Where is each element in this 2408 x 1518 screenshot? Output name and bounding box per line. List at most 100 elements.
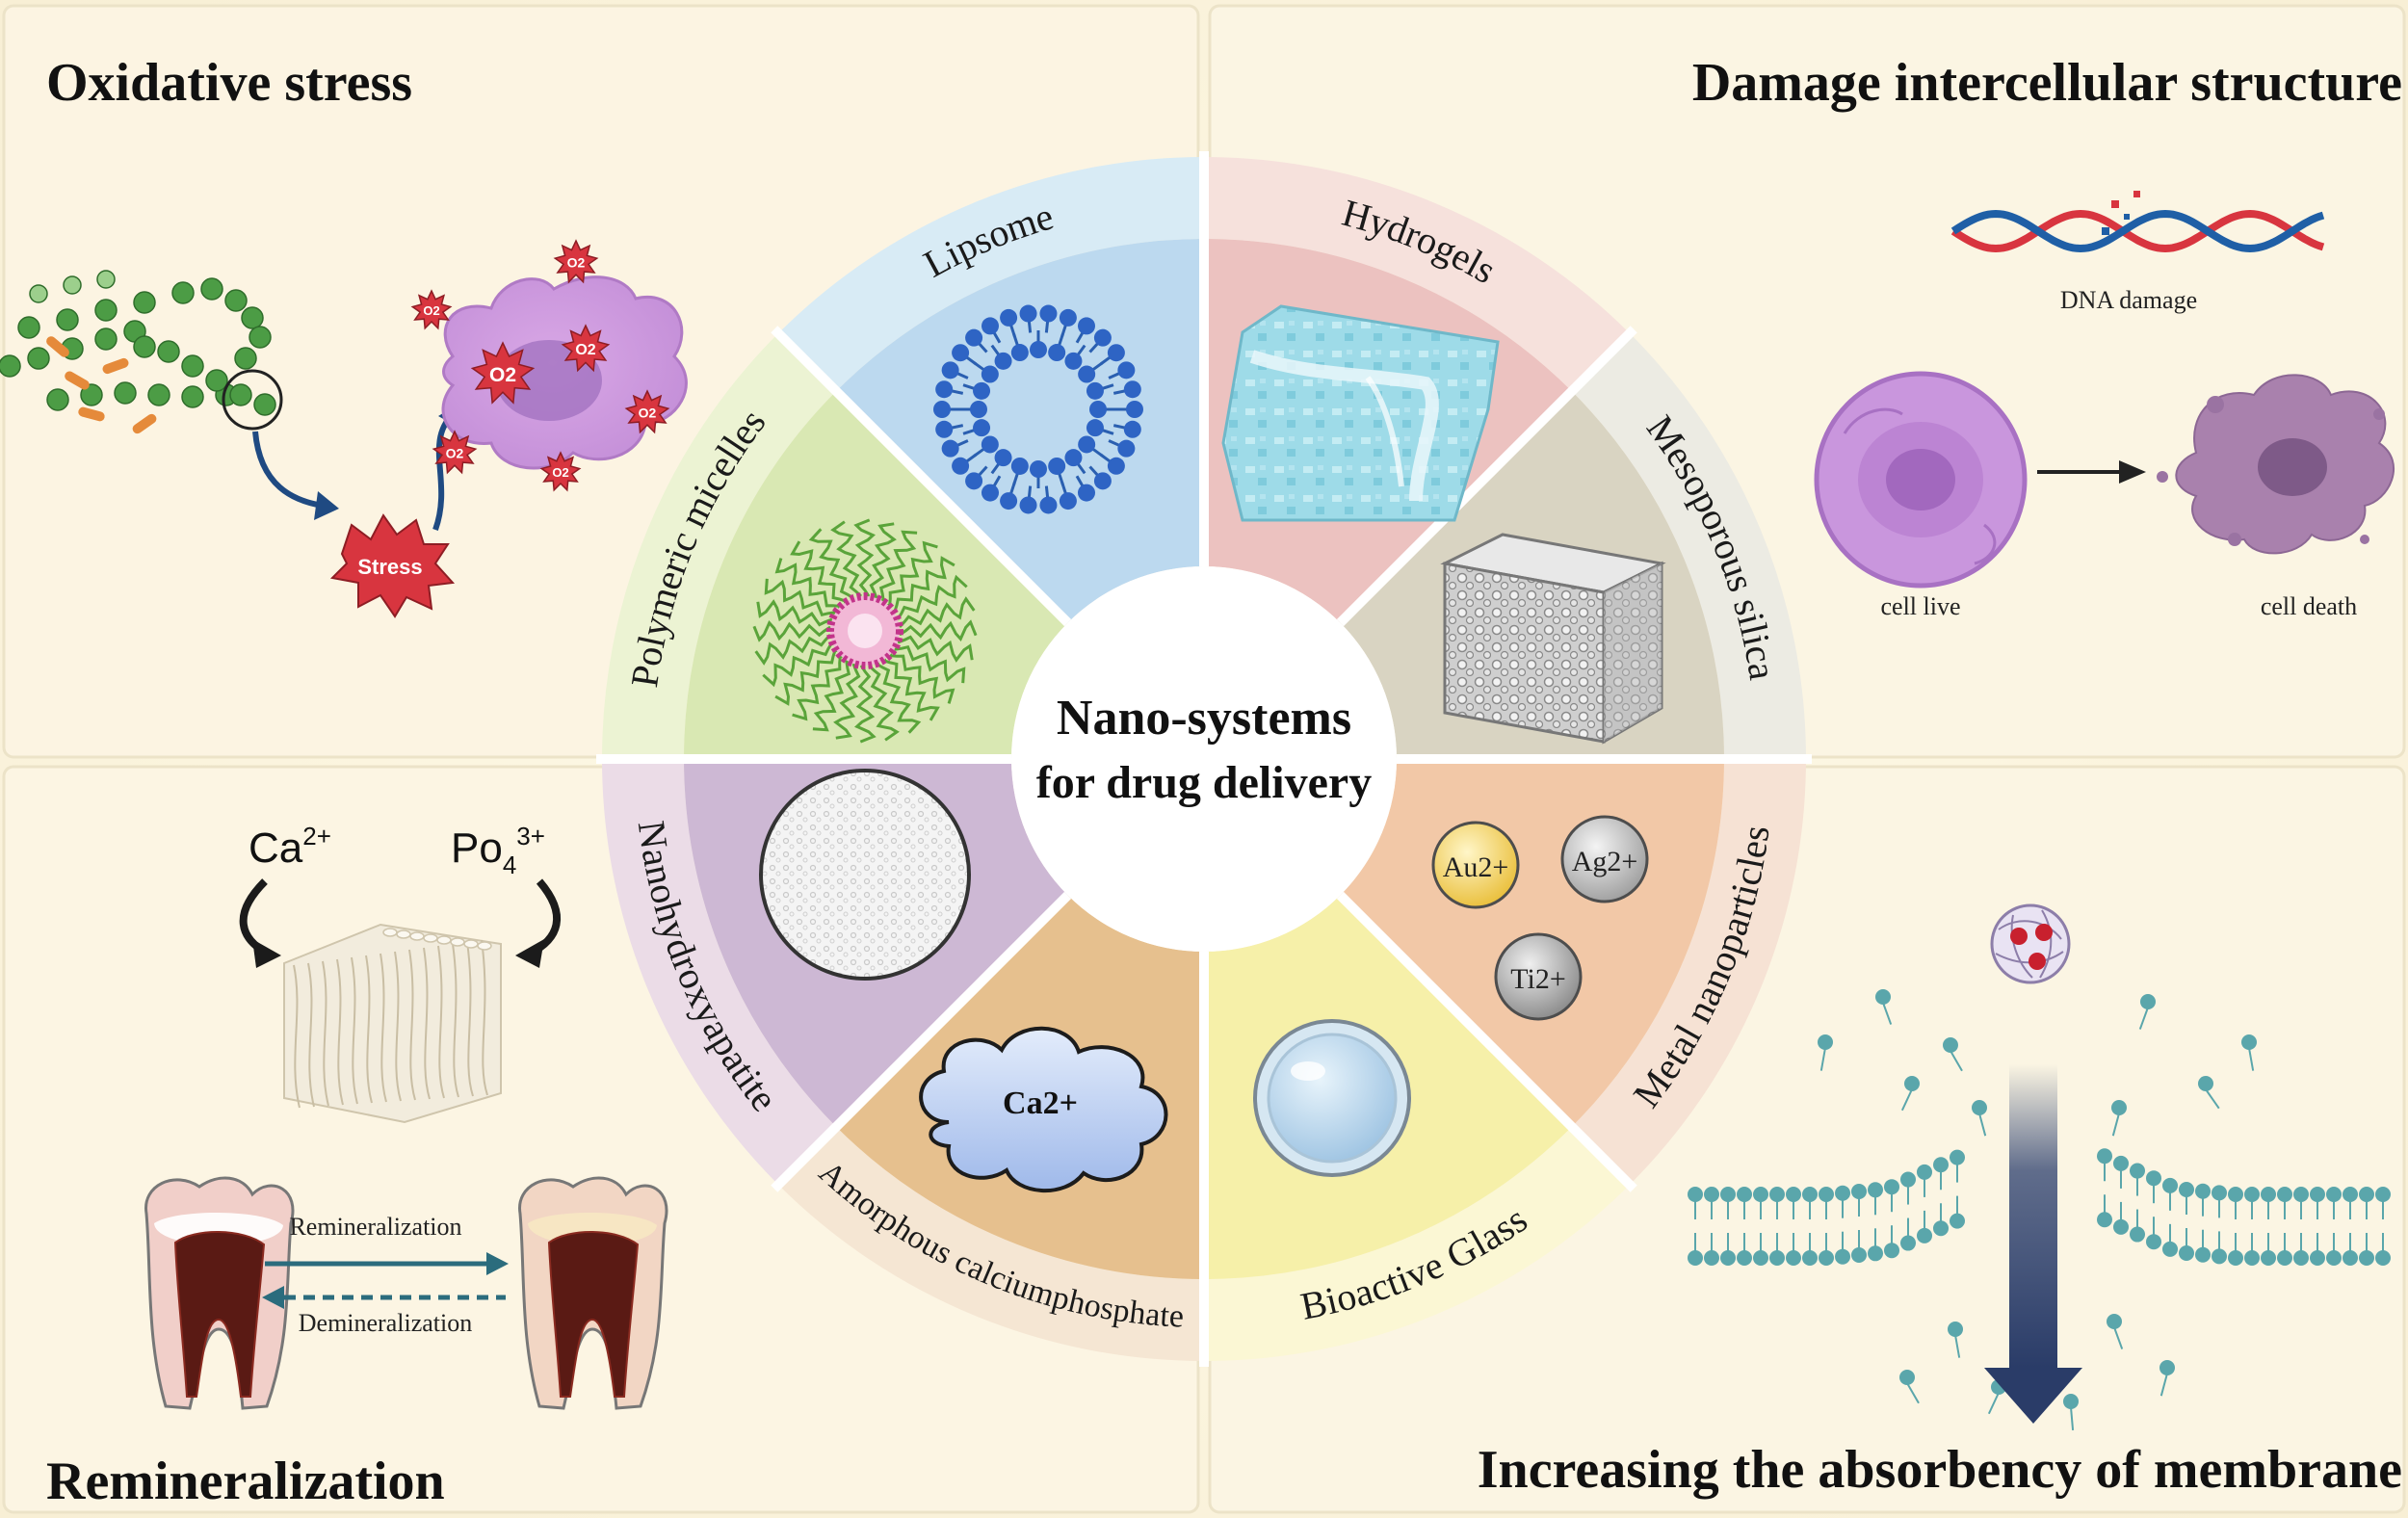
metal-ions-cluster: Au2+ Ag2+ Ti2+ (1431, 815, 1649, 1021)
membrane-lipid-head (1786, 1250, 1801, 1266)
membrane-lipid-head (2310, 1250, 2325, 1266)
micelle-polymer-tail (888, 556, 955, 614)
membrane-lipid-head (2113, 1218, 2129, 1235)
free-lipid-head (2241, 1034, 2257, 1050)
free-lipid-head (1904, 1076, 1920, 1091)
lipid-head (935, 420, 954, 438)
membrane-lipid-head (1900, 1171, 1916, 1188)
segment-ring-lipsome (778, 157, 1204, 392)
calcium-ion-symbol: Ca (249, 824, 303, 872)
arrow-stress-to-cell (432, 411, 456, 532)
free-lipid-head (1948, 1322, 1963, 1337)
bacterium-cell (234, 347, 257, 370)
title-damage-intercellular: Damage intercellular structure (1692, 53, 2402, 113)
lipid-head (1048, 457, 1066, 475)
bacterium-cell (80, 383, 103, 406)
bacterium-cell (29, 284, 48, 303)
micelle-polymer-tail (792, 653, 847, 721)
lipid-head (933, 401, 951, 418)
ros-label: O2 (567, 255, 586, 271)
membrane-lipid-head (1688, 1250, 1703, 1266)
lipid-head (1123, 380, 1141, 399)
segment-lipsome (836, 239, 1204, 623)
rod-bacterium (78, 406, 105, 422)
titanium-ion-icon (1494, 932, 1583, 1021)
lipid-head (941, 439, 959, 458)
liposome-icon (933, 304, 1143, 514)
bacterium-cell (133, 335, 156, 358)
membrane-lipid-head (1868, 1245, 1883, 1262)
membrane-lipid-head (2228, 1250, 2243, 1266)
bacterium-cell (63, 275, 82, 295)
membrane-lipid-head (2146, 1234, 2161, 1250)
lipid-head (1030, 341, 1047, 358)
lipid-head (973, 381, 991, 400)
lipid-head (1078, 484, 1095, 502)
bacterium-cell (94, 327, 118, 351)
membrane-lipid-head (1819, 1187, 1834, 1202)
free-lipid-tail (2070, 1406, 2075, 1430)
lipid-head (1117, 361, 1136, 380)
center-title-line2: for drug delivery (1036, 757, 1372, 808)
zoom-circle (222, 369, 283, 431)
free-lipid-tail (2159, 1373, 2168, 1397)
free-lipid-tail (2248, 1047, 2255, 1071)
enamel-rod (408, 949, 416, 1101)
micelle-polymer-tail (868, 660, 900, 742)
segment-ring-nanohydroxyapatite (602, 759, 837, 1185)
membrane-lipid-head (2228, 1187, 2243, 1202)
membrane-lipid-head (1802, 1187, 1818, 1202)
enamel-rod (423, 947, 431, 1100)
bacterium-cell (205, 369, 228, 392)
free-lipid-tail (2113, 1326, 2124, 1349)
micelle-polymer-tail (830, 520, 862, 602)
ros-label: O2 (639, 406, 657, 421)
bacterium-cell (0, 354, 21, 378)
membrane-lipid-head (1802, 1250, 1818, 1266)
membrane-lipid-head (2162, 1241, 2178, 1257)
dead-cell-icon (2157, 374, 2395, 555)
nanoparticle-icon (1990, 903, 2071, 984)
membrane-lipid-head (1720, 1187, 1736, 1202)
membrane-lipid-head (2293, 1250, 2309, 1266)
enamel-rod-top (409, 931, 425, 941)
membrane-lipid-head (2097, 1212, 2112, 1228)
free-lipid-head (2107, 1314, 2122, 1329)
bacterium-cell (157, 340, 180, 363)
lipid-head (1019, 304, 1037, 323)
lipid-head (1126, 401, 1143, 418)
lipid-head (1059, 492, 1077, 510)
lipid-head (1010, 344, 1029, 362)
bacterium-cell (229, 383, 252, 406)
segment-divider (771, 891, 1072, 1192)
bacterium-cell (171, 281, 195, 304)
lipid-head (1078, 317, 1095, 335)
membrane-lipid-head (1868, 1182, 1883, 1198)
micelle-polymer-tail (808, 528, 854, 604)
bacteria-chains-icon (0, 270, 276, 434)
bacterium-cell (46, 388, 69, 411)
lipid-head (1107, 344, 1125, 362)
big-arrow-head (1984, 1368, 2082, 1424)
rod-bacterium (46, 336, 69, 357)
enamel-rod (452, 943, 459, 1098)
silver-ion-label: Ag2+ (1572, 846, 1638, 877)
micelle-polymer-tail (754, 634, 836, 666)
center-circle (1011, 566, 1397, 952)
membrane-lipid-head (2359, 1250, 2374, 1266)
lipid-head (981, 365, 999, 383)
membrane-lipid-head (1753, 1187, 1768, 1202)
membrane-lipid-head (2179, 1245, 2194, 1261)
lipid-head (970, 401, 987, 418)
hydrogel-icon (1221, 304, 1500, 522)
free-lipid-head (2111, 1100, 2127, 1115)
membrane-lipid-head (1900, 1235, 1916, 1251)
membrane-lipid-head (1884, 1243, 1899, 1259)
bacterium-cell (181, 354, 204, 378)
micelle-polymer-tail (833, 660, 861, 740)
ros-star-icon (539, 451, 582, 492)
live-cell-icon (1814, 371, 2028, 589)
membrane-lipid-head (2130, 1226, 2145, 1243)
nanohydroxyapatite-disk-icon (759, 769, 971, 981)
